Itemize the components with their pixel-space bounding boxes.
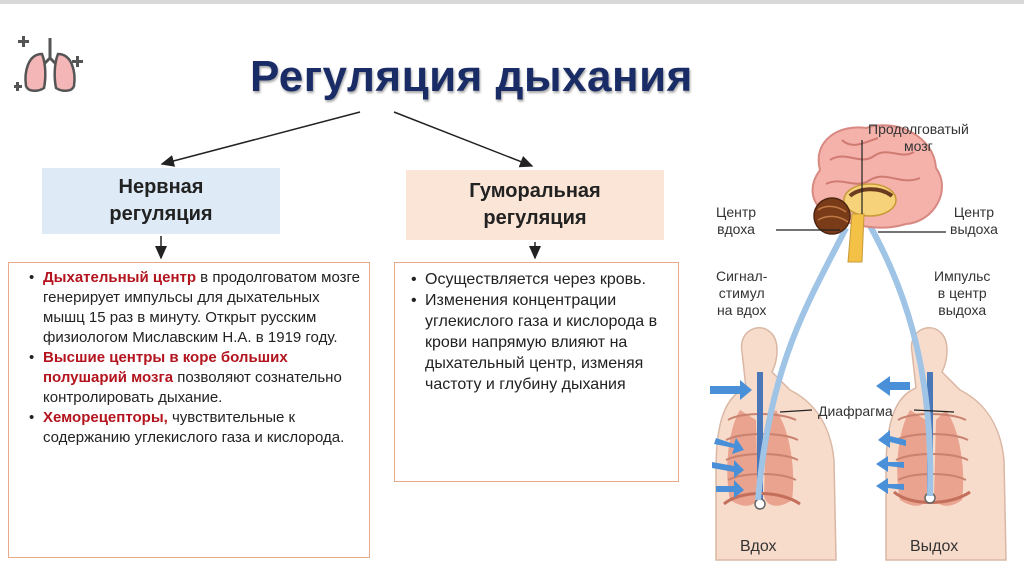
- item-text: в продолговатом мозге генерирует импульс…: [43, 269, 360, 346]
- nervous-list: Дыхательный центр в продолговатом мозге …: [9, 263, 369, 448]
- item-text: чувствительные к содержанию углекислого …: [43, 409, 345, 446]
- exhale-impulse-path: [865, 220, 934, 497]
- exhale-center-line2: выдоха: [950, 221, 998, 237]
- nervous-heading-line2: регуляция: [109, 203, 213, 225]
- item-highlight: Хеморецепторы,: [43, 409, 168, 426]
- page-title: Регуляция дыхания: [250, 52, 693, 101]
- right-torso: [885, 327, 1007, 561]
- list-item: Высшие центры в коре больших полушарий м…: [29, 348, 361, 408]
- humoral-regulation-heading: Гуморальная регуляция: [406, 170, 664, 240]
- top-bar: [0, 0, 1024, 4]
- item-highlight: Высшие центры в коре больших полушарий м…: [43, 349, 288, 386]
- lungs-icon: [14, 36, 83, 92]
- item-text: позволяют сознательно контролировать дых…: [43, 369, 342, 406]
- humoral-heading-line1: Гуморальная: [469, 180, 601, 202]
- medulla-label-line1: Продолговатый: [868, 121, 969, 137]
- brain-icon: [811, 124, 943, 263]
- item-highlight: Дыхательный центр: [43, 269, 197, 286]
- impulse-line3: выдоха: [938, 302, 987, 318]
- label-pointer-lines: [776, 140, 955, 413]
- impulse-line2: в центр: [937, 285, 987, 301]
- humoral-list: Осуществляется через кровь. Изменения ко…: [395, 263, 678, 395]
- title-connector-arrows: [155, 111, 541, 260]
- nervous-heading-line1: Нервная: [118, 176, 204, 198]
- inhale-label: Вдох: [740, 538, 777, 555]
- exhale-center-line1: Центр: [953, 204, 994, 220]
- diaphragm-label: Диафрагма: [818, 403, 893, 419]
- left-torso: [715, 327, 837, 561]
- medulla-label-line2: мозг: [904, 138, 933, 154]
- inhale-center-line1: Центр: [716, 204, 757, 220]
- nervous-regulation-heading: Нервная регуляция: [42, 168, 280, 234]
- signal-line2: стимул: [718, 285, 765, 301]
- list-item: Осуществляется через кровь.: [411, 269, 670, 290]
- impulse-line1: Импульс: [934, 268, 991, 284]
- breathing-anatomy-illustration: [710, 124, 1007, 561]
- nervous-regulation-panel: Дыхательный центр в продолговатом мозге …: [8, 262, 370, 558]
- inhale-signal-path: [755, 226, 849, 501]
- exhale-label: Выдох: [910, 538, 959, 555]
- signal-line3: на вдох: [716, 302, 767, 318]
- signal-line1: Сигнал-: [716, 268, 768, 284]
- list-item: Дыхательный центр в продолговатом мозге …: [29, 268, 361, 348]
- inhale-center-line2: вдоха: [717, 221, 755, 237]
- airflow-arrows: [710, 376, 910, 498]
- humoral-heading-line2: регуляция: [483, 207, 587, 229]
- list-item: Изменения концентрации углекислого газа …: [411, 290, 670, 395]
- humoral-regulation-panel: Осуществляется через кровь. Изменения ко…: [394, 262, 679, 482]
- list-item: Хеморецепторы, чувствительные к содержан…: [29, 408, 361, 448]
